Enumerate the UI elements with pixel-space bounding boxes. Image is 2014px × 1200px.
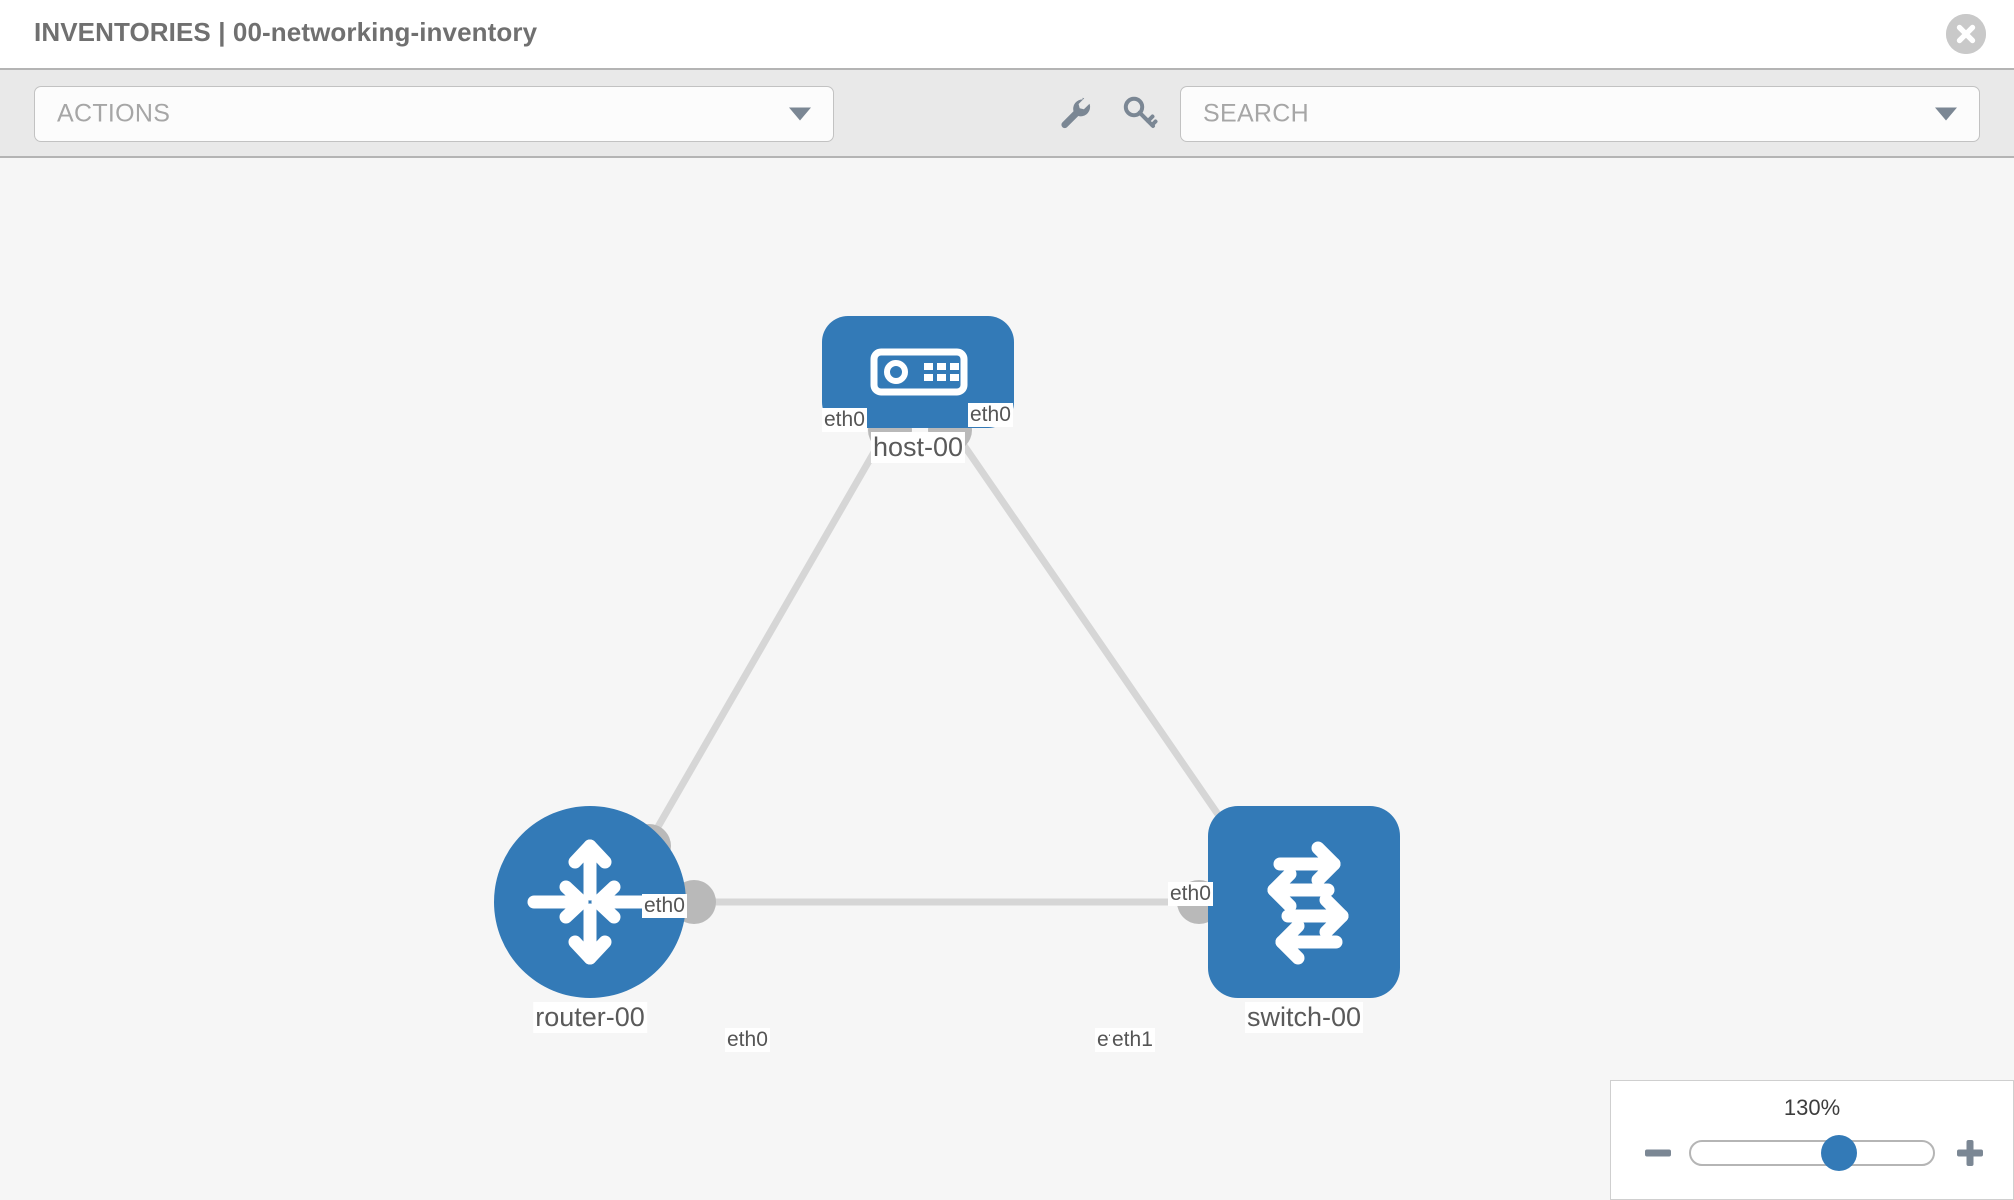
- wrench-icon[interactable]: [1055, 93, 1095, 133]
- key-icon[interactable]: [1120, 93, 1160, 133]
- zoom-control-panel: 130%: [1610, 1080, 2014, 1200]
- topology-canvas[interactable]: host-00: [0, 158, 2014, 1200]
- search-placeholder: SEARCH: [1203, 99, 1309, 128]
- topology-links: [627, 408, 1262, 924]
- node-label-switch-00: switch-00: [1244, 1002, 1364, 1033]
- page-header: INVENTORIES | 00-networking-inventory: [0, 0, 2014, 68]
- node-label-router-00: router-00: [533, 1002, 647, 1033]
- edge-label-router-up: eth0: [642, 894, 687, 918]
- topology-node-switch-00[interactable]: switch-00: [1208, 806, 1400, 1033]
- edge-label-router-right: eth0: [725, 1028, 770, 1052]
- edge-label-host-left: eth0: [822, 408, 867, 432]
- zoom-in-button[interactable]: [1953, 1136, 1987, 1170]
- chevron-down-icon[interactable]: [1935, 107, 1957, 121]
- node-shape: [1208, 806, 1400, 998]
- close-icon[interactable]: [1946, 14, 1986, 54]
- zoom-slider-row: [1611, 1133, 2013, 1173]
- zoom-slider[interactable]: [1689, 1135, 1935, 1171]
- toolbar: ACTIONS SEARCH: [0, 68, 2014, 158]
- zoom-level-label: 130%: [1783, 1095, 1841, 1120]
- zoom-slider-thumb[interactable]: [1820, 1135, 1857, 1171]
- search-input[interactable]: SEARCH: [1180, 86, 1980, 142]
- actions-dropdown-label: ACTIONS: [57, 99, 171, 128]
- chevron-down-icon: [789, 107, 811, 121]
- page-title: INVENTORIES | 00-networking-inventory: [34, 17, 538, 47]
- node-label-host-00: host-00: [870, 432, 966, 463]
- edge-label-host-right: eth0: [968, 403, 1013, 427]
- actions-dropdown[interactable]: ACTIONS: [34, 86, 834, 142]
- router-arrows-icon: [527, 839, 653, 965]
- edge-label-switch-left-b: eth1: [1110, 1028, 1155, 1052]
- edge-label-switch-up: eth0: [1168, 882, 1213, 906]
- server-icon: [870, 348, 968, 396]
- zoom-out-button[interactable]: [1641, 1136, 1675, 1170]
- switch-arrows-icon: [1267, 841, 1349, 965]
